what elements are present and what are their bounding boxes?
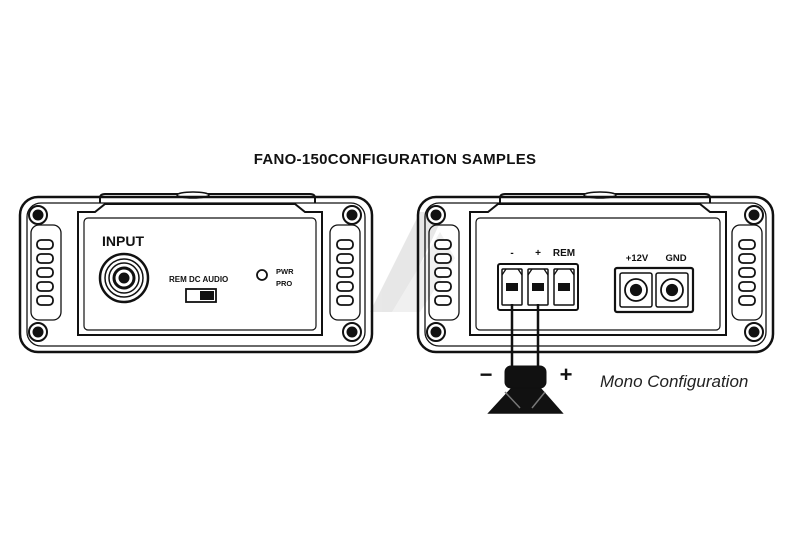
terminal-rem-label: REM [553, 248, 575, 259]
amplifier-output-side [416, 191, 775, 354]
power-12v-label: +12V [626, 253, 649, 264]
terminal-plus-label: + [535, 248, 541, 259]
switch-label: REM DC AUDIO [169, 275, 228, 284]
watermark-logo [370, 212, 455, 312]
screw-icon [744, 205, 764, 225]
mono-configuration-caption: Mono Configuration [600, 372, 748, 391]
power-connector [613, 266, 695, 314]
speaker-icon [487, 365, 564, 414]
speaker-terminal-block [497, 263, 579, 311]
screw-icon [28, 205, 48, 225]
vent-slots-left [36, 239, 54, 306]
power-led-icon [256, 269, 268, 281]
input-jack-icon [98, 252, 150, 304]
speaker-minus-sign: − [480, 362, 493, 387]
amplifier-input-side [18, 191, 374, 354]
mode-slide-switch[interactable] [185, 288, 217, 303]
diagram-title: FANO-150CONFIGURATION SAMPLES [254, 151, 537, 168]
speaker-wires [510, 304, 540, 370]
screw-icon [342, 322, 362, 342]
vent-slots-right [336, 239, 354, 306]
screw-icon [28, 322, 48, 342]
screw-icon [426, 205, 446, 225]
vent-slots-left [434, 239, 452, 306]
screw-icon [342, 205, 362, 225]
pwr-label: PWR [276, 267, 294, 276]
power-gnd-label: GND [665, 253, 686, 264]
speaker-plus-sign: + [560, 362, 573, 387]
terminal-minus-label: - [510, 248, 513, 259]
screw-icon [744, 322, 764, 342]
pro-label: PRO [276, 279, 292, 288]
vent-slots-right [738, 239, 756, 306]
screw-icon [426, 322, 446, 342]
input-label: INPUT [102, 233, 144, 249]
